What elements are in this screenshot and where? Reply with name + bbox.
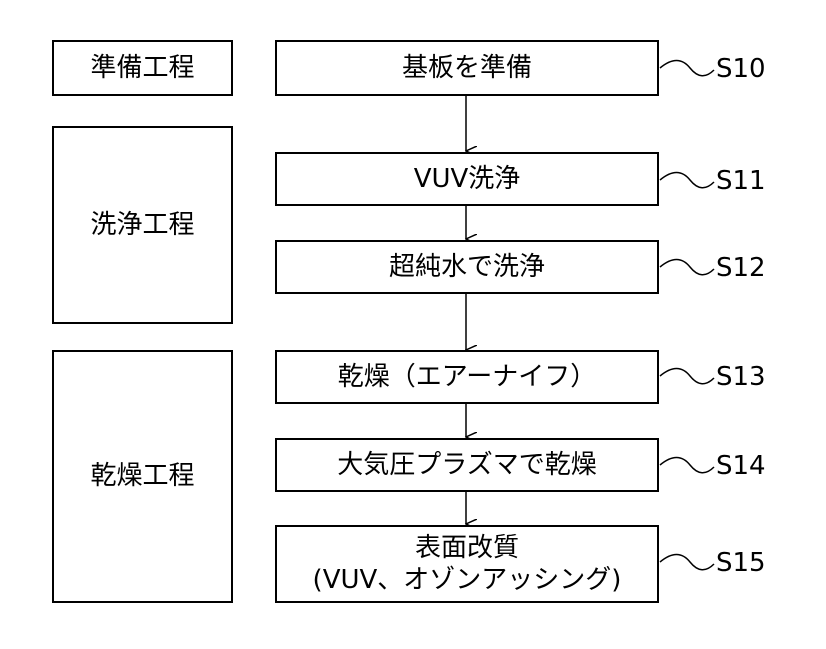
step-label-leaders — [660, 61, 714, 570]
leader-s13 — [660, 369, 714, 384]
step-s12-box: 超純水で洗浄 — [275, 240, 659, 294]
leader-s10 — [660, 61, 714, 76]
step-s15-text-line2: (VUV、オゾンアッシング) — [313, 564, 622, 597]
step-label-s13: S13 — [716, 362, 766, 392]
step-label-s10: S10 — [716, 54, 766, 84]
leader-s15 — [660, 555, 714, 570]
step-label-s12: S12 — [716, 253, 766, 283]
step-s10-text: 基板を準備 — [402, 52, 532, 85]
phase-dry-box: 乾燥工程 — [52, 350, 233, 603]
step-s15-text-line1: 表面改質 — [415, 532, 519, 565]
step-s10-box: 基板を準備 — [275, 40, 659, 96]
step-label-s11: S11 — [716, 166, 766, 196]
step-s14-box: 大気圧プラズマで乾燥 — [275, 438, 659, 492]
leader-s12 — [660, 260, 714, 275]
step-s14-text: 大気圧プラズマで乾燥 — [337, 449, 596, 482]
leader-s14 — [660, 458, 714, 473]
leader-s11 — [660, 173, 714, 188]
step-label-s14: S14 — [716, 451, 766, 481]
phase-dry-label: 乾燥工程 — [90, 460, 194, 493]
step-s13-box: 乾燥（エアーナイフ） — [275, 350, 659, 404]
step-s15-box: 表面改質 (VUV、オゾンアッシング) — [275, 525, 659, 603]
step-s13-text: 乾燥（エアーナイフ） — [338, 361, 596, 394]
step-s11-box: VUV洗浄 — [275, 152, 659, 206]
step-s11-text: VUV洗浄 — [414, 163, 521, 196]
phase-wash-box: 洗浄工程 — [52, 126, 233, 324]
phase-prep-box: 準備工程 — [52, 40, 233, 96]
step-s12-text: 超純水で洗浄 — [389, 251, 545, 284]
step-label-s15: S15 — [716, 548, 766, 578]
phase-wash-label: 洗浄工程 — [90, 209, 194, 242]
phase-prep-label: 準備工程 — [90, 52, 194, 85]
